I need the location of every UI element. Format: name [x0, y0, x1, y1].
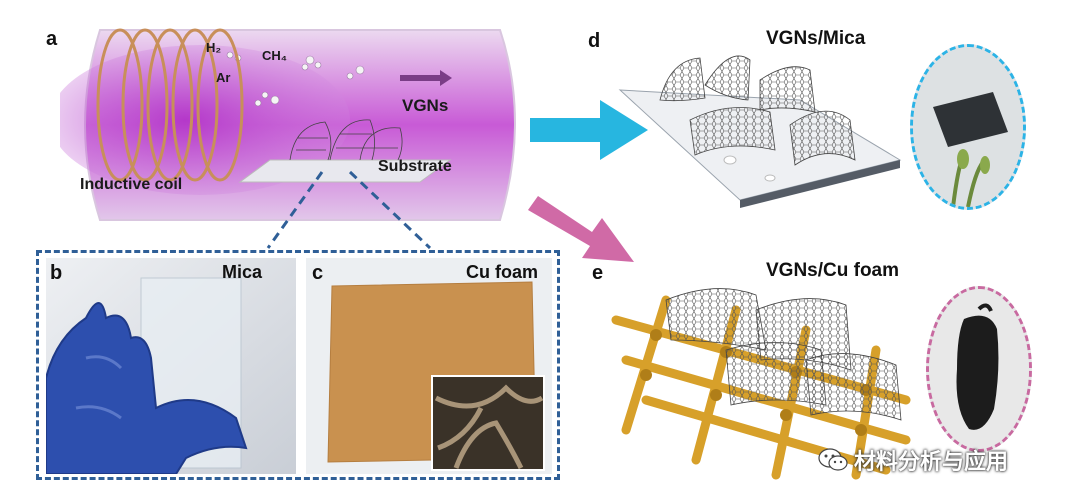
panel-a-letter: a [46, 28, 58, 50]
gas-molecules [226, 51, 365, 107]
watermark-text: 材料分析与应用 [854, 450, 1009, 475]
flow-arrow [400, 70, 452, 86]
panel-e-letter: e [592, 262, 604, 284]
watermark: 材料分析与应用 [818, 444, 1008, 476]
panel-e-title: VGNs/Cu foam [766, 260, 900, 281]
vgns-label: VGNs [402, 96, 449, 115]
vgns-mica-illustration [618, 55, 902, 208]
vgns-sheets [289, 119, 403, 161]
panel-d-title: VGNs/Mica [766, 28, 866, 49]
substrate-label: Substrate [378, 158, 452, 175]
vgns-mica-photo [913, 47, 1023, 207]
substrate-plate [238, 159, 452, 183]
panel-c-letter: c [312, 262, 324, 284]
bc-dashed-frame [36, 250, 560, 480]
inductive-coil [96, 28, 244, 182]
panel-d-letter: d [588, 30, 601, 52]
cu-foam-label: Cu foam [466, 262, 538, 282]
inductive-coil-label: Inductive coil [80, 176, 183, 193]
h2-label: H₂ [206, 40, 222, 55]
vgns-cu-foam-photo [929, 289, 1029, 449]
blue-glove [46, 302, 248, 474]
arrow-to-d [530, 100, 648, 160]
ch4-label: CH₄ [262, 48, 287, 63]
ar-label: Ar [216, 70, 231, 85]
vgns-mica-photo-circle [910, 44, 1026, 210]
panel-b-letter: b [50, 262, 63, 284]
arrow-to-e [528, 196, 634, 262]
wechat-icon [818, 448, 848, 471]
panel-a-illustration [60, 28, 516, 221]
mica-photo [46, 258, 296, 474]
vgns-cu-foam-illustration [611, 288, 911, 480]
vgns-cu-foam-photo-circle [926, 286, 1032, 452]
mica-label: Mica [222, 262, 263, 282]
cu-foam-photo [306, 258, 552, 474]
